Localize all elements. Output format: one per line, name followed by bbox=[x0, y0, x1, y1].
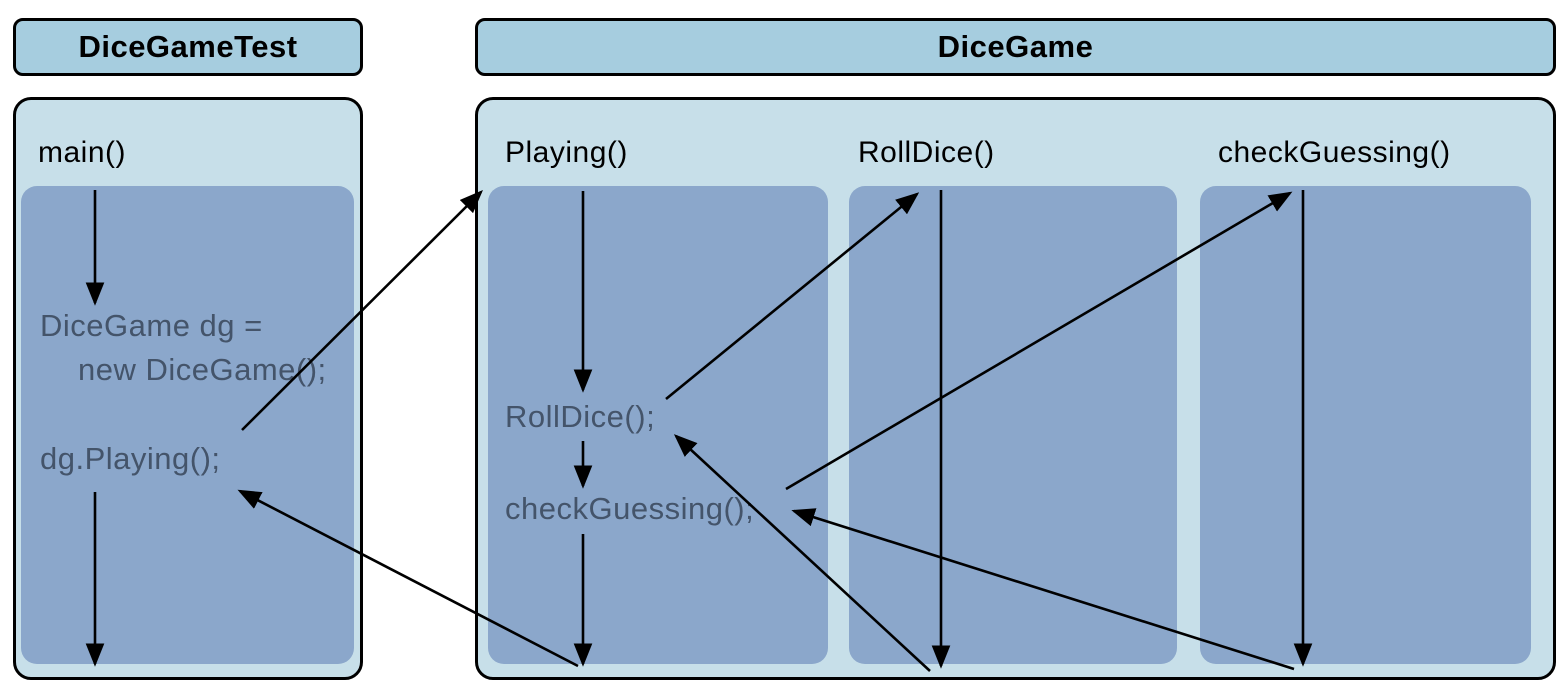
class-header-dicegame: DiceGame bbox=[475, 18, 1556, 76]
execution-bar-checkguessing bbox=[1200, 186, 1531, 664]
code-line-declare-dicegame: DiceGame dg = bbox=[40, 308, 263, 343]
code-line-call-rolldice: RollDice(); bbox=[505, 399, 656, 434]
method-label-rolldice: RollDice() bbox=[858, 136, 995, 169]
class-title-dicegametest: DiceGameTest bbox=[78, 29, 298, 64]
code-line-new-dicegame: new DiceGame(); bbox=[78, 352, 327, 387]
execution-bar-main bbox=[21, 186, 354, 664]
code-line-call-checkguessing: checkGuessing(); bbox=[505, 491, 755, 526]
execution-bar-rolldice bbox=[849, 186, 1177, 664]
code-line-call-playing: dg.Playing(); bbox=[40, 441, 221, 476]
method-label-main: main() bbox=[38, 136, 127, 169]
class-title-dicegame: DiceGame bbox=[937, 29, 1094, 64]
method-label-checkguessing: checkGuessing() bbox=[1218, 136, 1451, 169]
class-header-dicegametest: DiceGameTest bbox=[13, 18, 363, 76]
method-label-playing: Playing() bbox=[505, 136, 628, 169]
